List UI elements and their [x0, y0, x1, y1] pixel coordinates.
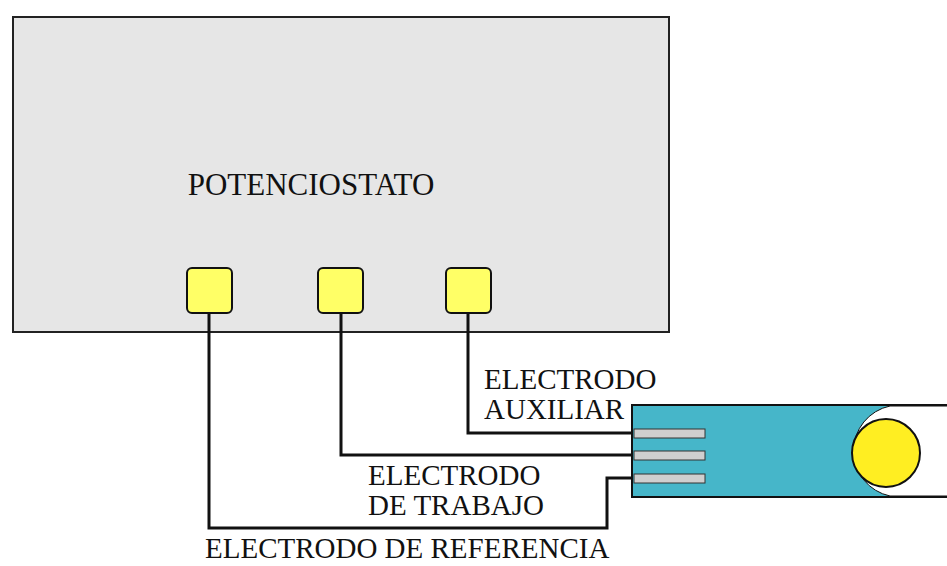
strip-edge [632, 496, 947, 498]
electrode-pin [634, 474, 705, 483]
terminal [318, 268, 363, 313]
strip-edge [632, 404, 947, 406]
screen-printed-electrode [632, 405, 947, 497]
electrode-pin [634, 451, 705, 460]
terminal [446, 268, 491, 313]
instrument-name: POTENCIOSTATO [0, 168, 638, 202]
electrode-label: ELECTRODO DE TRABAJO [368, 460, 568, 520]
electrode-label: ELECTRODO DE REFERENCIA [205, 534, 765, 563]
sensing-area [852, 419, 920, 487]
electrode-strip [632, 405, 947, 497]
terminal [187, 268, 232, 313]
electrode-pin [634, 429, 705, 438]
electrode-label: ELECTRODO AUXILIAR [484, 364, 666, 424]
